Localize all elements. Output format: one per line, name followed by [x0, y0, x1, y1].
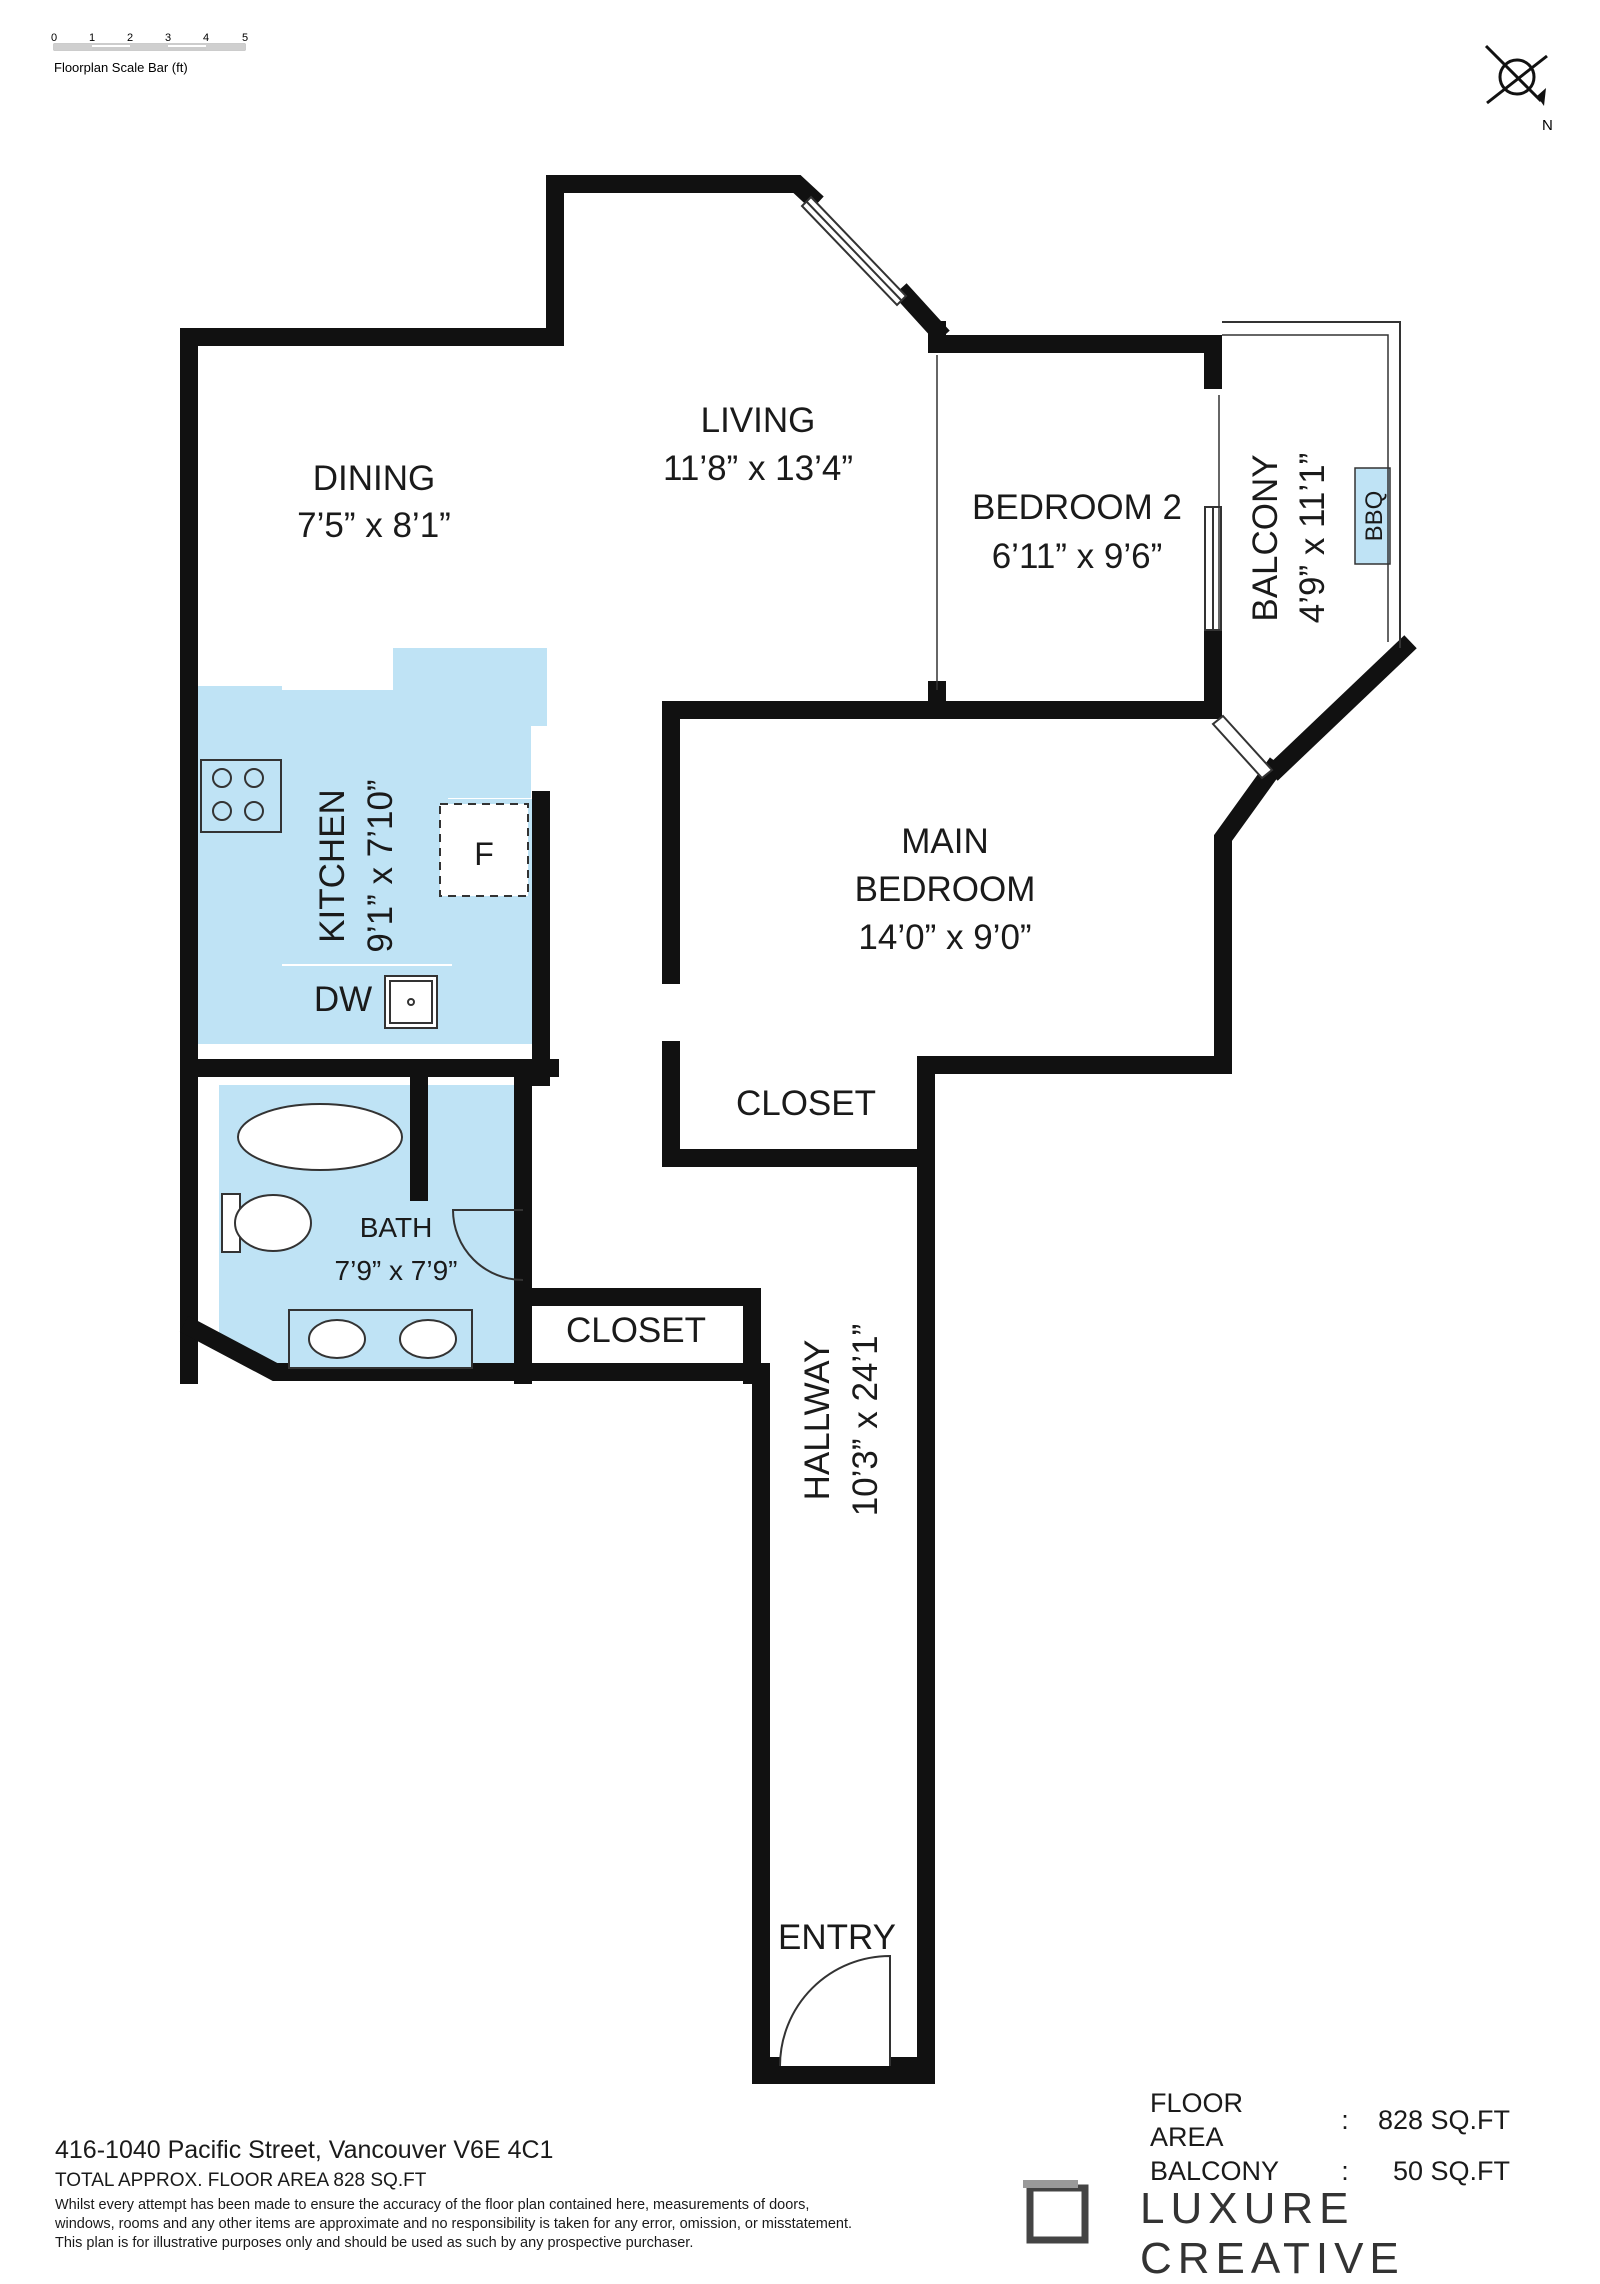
room-closet-main-name: CLOSET	[736, 1084, 876, 1123]
toilet-icon	[221, 1193, 312, 1253]
scale-tick-2: 2	[127, 32, 133, 44]
room-closet-hall-name: CLOSET	[566, 1311, 706, 1350]
area-row: BALCONY : 50 SQ.FT	[1150, 2154, 1510, 2188]
room-bedroom2-name: BEDROOM 2	[972, 488, 1182, 527]
balcony-railing	[1222, 321, 1401, 648]
fridge-box	[439, 803, 529, 897]
bath-door-swing	[451, 1209, 524, 1281]
room-entry-name: ENTRY	[778, 1918, 896, 1957]
room-balcony-name: BALCONY	[1246, 454, 1285, 621]
area-label: BALCONY	[1150, 2156, 1280, 2186]
disclaimer: Whilst every attempt has been made to en…	[55, 2196, 995, 2253]
room-main-bedroom-name-1: MAIN	[901, 822, 989, 861]
room-living-name: LIVING	[701, 401, 816, 440]
vanity-icon	[288, 1309, 473, 1369]
dishwasher-label: DW	[314, 980, 372, 1019]
brand-name: LUXURE CREATIVE	[1140, 2184, 1405, 2283]
cooktop-icon	[200, 759, 282, 833]
dishwasher-sink-icon	[384, 975, 438, 1029]
room-bath-name: BATH	[360, 1212, 433, 1243]
windows	[800, 195, 1274, 780]
bathtub-icon	[237, 1103, 403, 1171]
scale-bar: 0 1 2 3 4 5 Floorplan Scale Bar (ft)	[51, 32, 248, 75]
room-living-size: 11’8” x 13’4”	[663, 449, 853, 488]
scale-bar-caption: Floorplan Scale Bar (ft)	[54, 60, 188, 75]
north-arrow-icon: N	[1484, 44, 1553, 134]
area-value: 828 SQ.FT	[1377, 2105, 1510, 2135]
room-bedroom2-size: 6’11” x 9’6”	[992, 537, 1163, 576]
room-hallway-name: HALLWAY	[798, 1340, 837, 1501]
north-label: N	[1542, 117, 1553, 134]
room-dining-name: DINING	[313, 459, 436, 498]
room-balcony-size: 4’9” x 11’1”	[1293, 453, 1332, 624]
kitchen-counters	[198, 648, 547, 1044]
area-sep: :	[1341, 2105, 1349, 2135]
room-main-bedroom-size: 14’0” x 9’0”	[858, 918, 1031, 957]
area-summary: FLOOR AREA : 828 SQ.FT BALCONY : 50 SQ.F…	[1150, 2086, 1510, 2188]
property-address: 416-1040 Pacific Street, Vancouver V6E 4…	[55, 2136, 554, 2164]
room-kitchen-size: 9’1” x 7’10”	[361, 779, 400, 952]
area-value: 50 SQ.FT	[1392, 2156, 1510, 2186]
entry-door-swing	[779, 1954, 891, 2067]
scale-tick-0: 0	[51, 32, 57, 44]
scale-tick-3: 3	[165, 32, 171, 44]
fridge-label: F	[474, 836, 494, 872]
brand-logo-icon	[1023, 2180, 1089, 2244]
bbq-label: BBQ	[1361, 491, 1388, 542]
room-bath-size: 7’9” x 7’9”	[335, 1255, 458, 1286]
room-kitchen-name: KITCHEN	[313, 789, 352, 943]
area-row: FLOOR AREA : 828 SQ.FT	[1150, 2086, 1510, 2154]
scale-tick-5: 5	[242, 32, 248, 44]
room-hallway-size: 10’3” x 24’1”	[846, 1324, 885, 1517]
disclaimer-line-3: This plan is for illustrative purposes o…	[55, 2235, 694, 2251]
total-floor-area: TOTAL APPROX. FLOOR AREA 828 SQ.FT	[55, 2170, 427, 2191]
area-sep: :	[1341, 2156, 1349, 2186]
bbq-box	[1354, 467, 1391, 565]
room-main-bedroom-name-2: BEDROOM	[855, 870, 1036, 909]
scale-tick-4: 4	[203, 32, 209, 44]
disclaimer-line-1: Whilst every attempt has been made to en…	[55, 2197, 810, 2213]
sliding-door-arrows	[936, 355, 1220, 690]
room-dining-size: 7’5” x 8’1”	[297, 506, 451, 545]
area-label: FLOOR AREA	[1150, 2088, 1244, 2152]
scale-tick-1: 1	[89, 32, 95, 44]
disclaimer-line-2: windows, rooms and any other items are a…	[55, 2216, 853, 2232]
